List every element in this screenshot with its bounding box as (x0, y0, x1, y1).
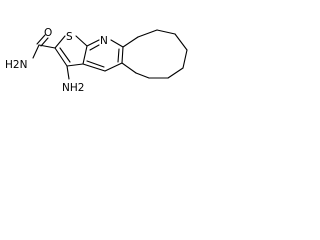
bond-c6-c5 (182, 49, 188, 69)
bond-c4-c3a-a (82, 63, 106, 72)
bond-c9a-c4a-a (121, 46, 124, 64)
bond-n-c9a (110, 39, 124, 48)
bond-c8-c7 (156, 29, 176, 35)
atom-label-layer: O H2N S N NH2 (5, 27, 108, 94)
bond-c7a-n-a (86, 39, 100, 47)
bond-c3-c2-a (54, 47, 68, 67)
bond-c7a-n-b (89, 44, 100, 51)
bond-c5-c4b (167, 67, 184, 79)
bond-c9a-c9 (122, 36, 139, 48)
bond-c3-c2-b (59, 47, 71, 63)
bond-c4c-c4d (135, 72, 150, 79)
bond-c3a-c3 (66, 63, 84, 67)
bond-c3-nh2 (66, 65, 70, 80)
bond-c-nh2 (32, 44, 40, 59)
bond-c-o-b (40, 37, 49, 47)
atom-label-amide-nh2: H2N (5, 59, 27, 71)
bond-c9a-c4a-b (117, 48, 120, 63)
atom-label-pyridine-n: N (100, 35, 108, 47)
atom-label-o: O (44, 27, 52, 39)
bond-c9-c8 (137, 29, 158, 38)
bond-c4-c3a-b (86, 60, 105, 68)
molecule-structure: O H2N S N NH2 (5, 27, 188, 94)
bond-c7-c6 (174, 33, 188, 51)
bond-c2-s (54, 35, 66, 49)
bond-c-o-a (36, 34, 46, 45)
bond-c-c2 (38, 44, 56, 49)
atom-label-s: S (66, 31, 73, 43)
atom-label-amine-nh2: NH2 (62, 82, 84, 94)
bond-c4d-c4a (121, 62, 137, 74)
bond-c7a-c3a (82, 45, 88, 65)
bond-layer (32, 29, 188, 80)
bond-s-c7a (75, 35, 88, 47)
bond-c4a-c4 (104, 62, 123, 72)
